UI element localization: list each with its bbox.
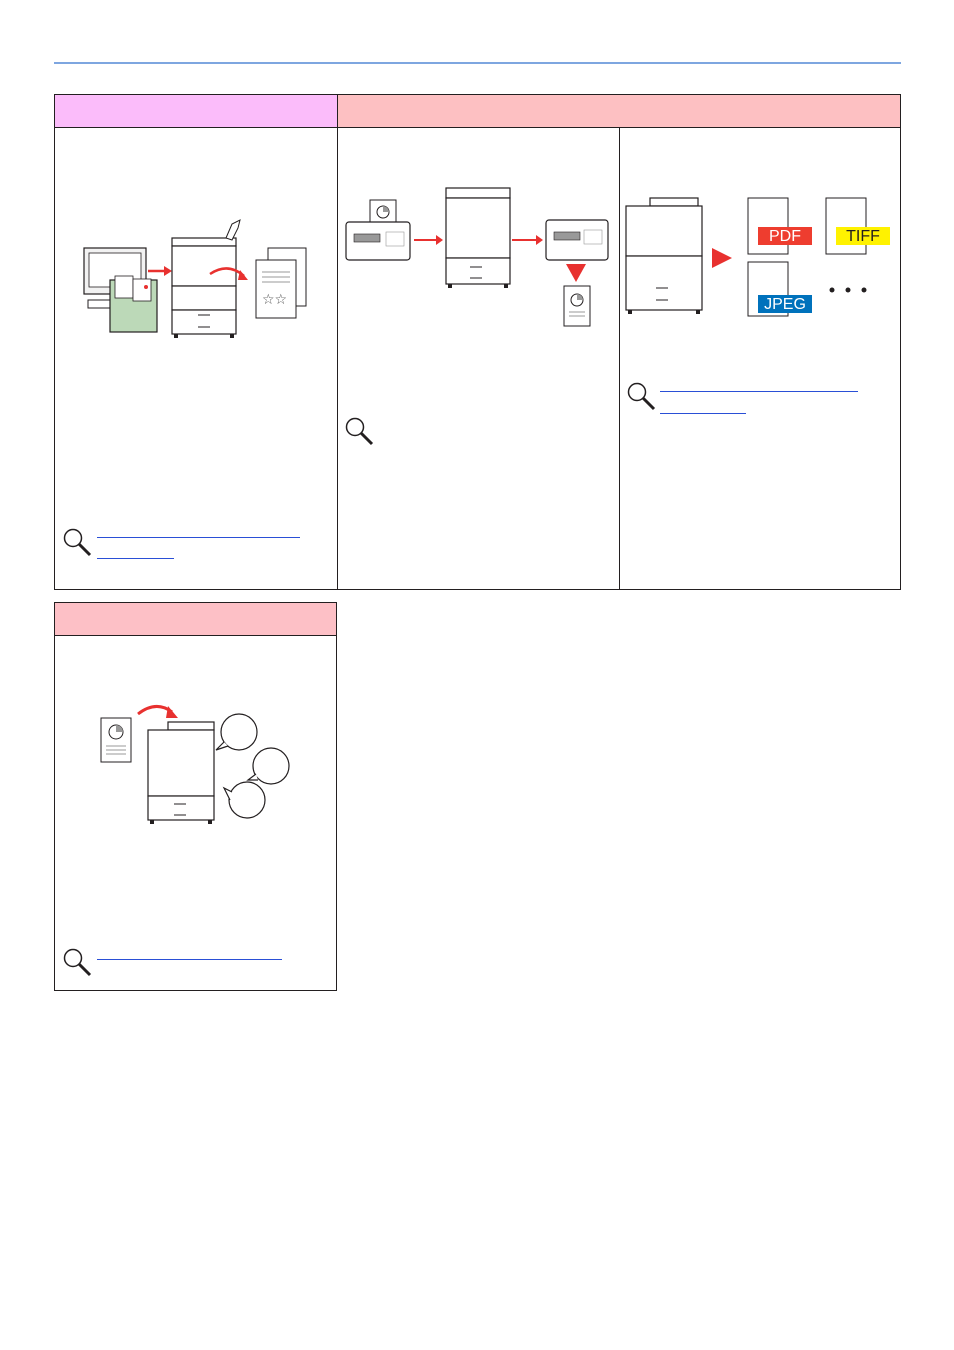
copier-icon [445,187,511,288]
column-divider-1 [337,95,338,589]
cell3-illustration [625,197,890,317]
copier-icon [625,197,703,314]
cell2-illustration [345,187,609,327]
header-cell-1 [55,95,337,128]
document-icon: ☆☆ [255,247,307,319]
feature-table [54,94,901,590]
speech-bubble-icon [246,747,290,785]
reference-link-3[interactable] [660,391,858,392]
arrow-icon [148,266,172,276]
header-cell-lower [55,603,336,636]
arrow-icon [512,235,543,245]
pdf-badge [758,227,812,245]
magnifier-icon [345,417,374,446]
arrow-icon [566,264,586,282]
jpeg-badge [758,295,812,313]
cell1-illustration: ☆☆ [83,219,307,338]
top-rule [54,62,901,64]
tiff-badge [836,227,890,245]
arrow-icon [712,248,732,268]
jpeg-label: JPEG [764,296,806,313]
magnifier-icon [63,528,92,557]
arrow-icon [414,235,443,245]
header-cell-2 [337,95,900,128]
pdf-label: PDF [769,228,801,245]
document-icon [563,285,591,327]
reference-link-4[interactable] [97,959,282,960]
speech-bubble-icon [215,713,258,751]
tiff-label: TIFF [846,228,880,245]
document-icon [100,717,132,763]
reference-link-3b[interactable] [660,413,746,414]
column-divider-2 [619,128,620,589]
lower-illustration [100,705,290,824]
arrow-icon [209,267,248,280]
ellipsis-icon [829,287,867,293]
copier-icon [147,721,215,824]
magnifier-icon [627,382,656,411]
hand-icon [225,219,241,241]
fax-machine-icon [545,219,609,261]
reference-link-1b[interactable] [97,558,174,559]
folder-icon [109,275,158,333]
copier-icon [171,237,237,338]
reference-link-1[interactable] [97,537,300,538]
magnifier-icon [63,948,92,977]
arrow-icon [137,705,178,718]
fax-machine-icon [345,199,411,261]
svg-text:☆☆: ☆☆ [262,292,287,308]
speech-bubble-icon [222,781,266,819]
